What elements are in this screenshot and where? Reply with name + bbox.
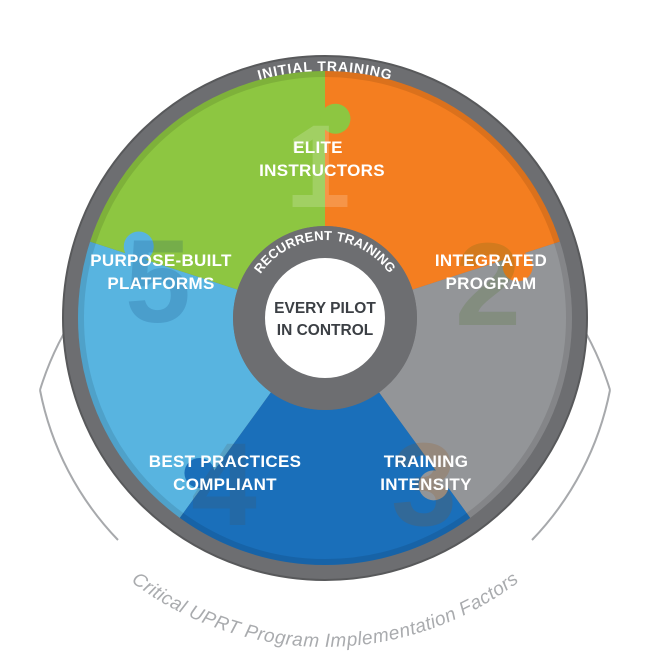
segment-5-line-1: PURPOSE-BUILT [90,251,232,270]
puzzle-knob-4 [418,470,449,501]
segment-4 [379,241,572,518]
segment-3 [325,71,560,290]
center-line-2: IN CONTROL [277,322,373,339]
segment-1-line-2: INSTRUCTORS [259,161,385,180]
center-disc [265,258,385,378]
segment-2-line-1: INTEGRATED [435,251,547,270]
center-line-1: EVERY PILOT [274,300,376,317]
segment-2 [90,71,325,290]
segment-3-line-1: TRAINING [384,452,469,471]
segment-5-number: 5 [125,216,191,348]
segment-4-line-1: BEST PRACTICES [149,452,302,471]
segment-1-line-1: ELITE [293,138,343,157]
segment-labels: 1 ELITE INSTRUCTORS 2 INTEGRATED PROGRAM… [90,101,547,551]
caption-arc-lower-left [39,389,119,541]
segment-dividers [78,71,572,565]
puzzle-knob-3 [502,251,533,282]
segment-1 [78,241,271,518]
puzzle-knob-1 [123,231,154,262]
puzzle-segments [78,71,572,566]
segment-5-line-2: PLATFORMS [107,274,214,293]
segment-4-number: 4 [191,419,257,551]
segment-rim-shade [78,71,572,565]
puzzle-knob-2 [320,103,351,134]
segment-4-line-2: COMPLIANT [173,475,277,494]
caption-arc-lower-right [531,389,611,541]
puzzle-knob-5 [184,458,215,489]
segment-2-line-2: PROGRAM [446,274,537,293]
segment-5 [179,392,471,566]
segment-3-number: 3 [391,419,457,551]
segment-1-number: 1 [285,101,351,233]
segment-3-line-2: INTENSITY [380,475,472,494]
outer-ring-highlight [62,55,588,581]
segment-2-number: 2 [455,219,521,351]
